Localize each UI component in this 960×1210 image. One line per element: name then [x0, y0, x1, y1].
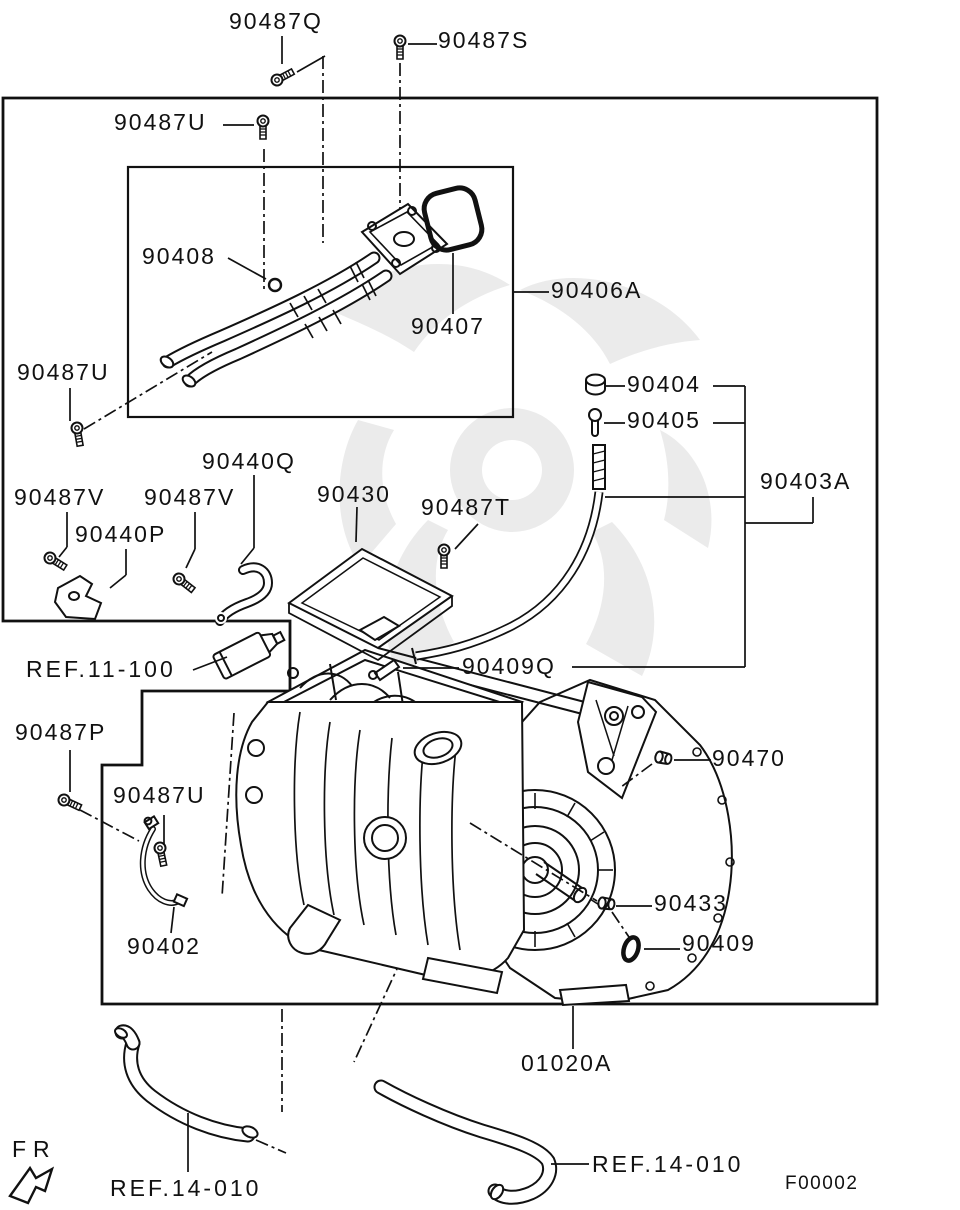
part-label-90409q: 90409Q [462, 653, 556, 679]
part-label-01020a: 01020A [521, 1050, 613, 1076]
pin-90405-icon [588, 408, 602, 437]
ref-label-14-010-left: REF.14-010 [110, 1175, 262, 1201]
part-label-90403a: 90403A [760, 468, 852, 494]
part-label-90487v-1: 90487V [14, 484, 106, 510]
bracket-90440p-drawing [53, 574, 103, 621]
part-label-90433: 90433 [654, 890, 728, 916]
clip-90409q-icon [368, 658, 401, 682]
group-boxes [1, 96, 879, 1006]
fr-direction-label: FR [12, 1136, 57, 1162]
dash-dot-over [469, 763, 653, 941]
part-label-90470: 90470 [712, 745, 786, 771]
bolt-90487v2-icon [170, 570, 198, 596]
part-label-90440p: 90440P [75, 521, 167, 547]
part-label-90430: 90430 [317, 481, 391, 507]
part-label-90405: 90405 [627, 407, 701, 433]
part-label-90487u-left: 90487U [17, 359, 110, 385]
hose-right-drawing [373, 1079, 558, 1205]
part-label-90487q: 90487Q [229, 8, 323, 34]
bracket-90440q-drawing [215, 562, 274, 626]
bolt-90487t-icon [437, 543, 451, 569]
sealant-tube-drawing [212, 630, 299, 680]
part-label-90440q: 90440Q [202, 448, 296, 474]
part-label-90487t: 90487T [421, 494, 512, 520]
part-label-90487p: 90487P [15, 719, 107, 745]
transmission-drawing [235, 647, 735, 1007]
bolt-90487u-top-icon [256, 114, 270, 140]
small-part-icons [41, 34, 674, 963]
bolt-90487u-bot-icon [152, 840, 171, 868]
ref-label-11-100: REF.11-100 [26, 656, 176, 682]
part-label-90487u-bot: 90487U [113, 782, 206, 808]
o-ring-90408-icon [267, 277, 283, 293]
bolt-90487q-icon [268, 65, 297, 89]
part-label-90487v-2: 90487V [144, 484, 236, 510]
bolt-90487s-icon [393, 34, 407, 60]
figure-code: F00002 [785, 1173, 859, 1194]
bolt-90487p-icon [55, 791, 84, 814]
bolt-90487u-left-icon [69, 420, 87, 448]
ref-label-14-010-right: REF.14-010 [592, 1151, 744, 1177]
pipe-assembly-drawing [159, 185, 485, 388]
wire-90402-drawing [139, 815, 189, 908]
part-label-90408: 90408 [142, 243, 216, 269]
o-ring-90409-icon [621, 935, 641, 963]
part-label-90409: 90409 [682, 930, 756, 956]
part-label-90487s: 90487S [438, 27, 530, 53]
fr-arrow-icon [8, 1165, 55, 1205]
dipstick-tube [411, 444, 606, 665]
dipstick-drawing [368, 373, 607, 682]
part-label-90404: 90404 [627, 371, 701, 397]
part-label-90402: 90402 [127, 933, 201, 959]
bolt-90487v1-icon [41, 549, 70, 574]
gasket-90407-icon [421, 185, 485, 253]
leader-lines [58, 36, 814, 1172]
cover-plate-drawing [287, 547, 454, 662]
part-label-90487u-top: 90487U [114, 109, 207, 135]
part-label-90406a: 90406A [551, 277, 643, 303]
part-label-90407: 90407 [411, 313, 485, 339]
cap-90404-icon [585, 373, 607, 396]
hose-left-drawing [114, 1024, 259, 1143]
pipe-assembly-box [126, 165, 515, 419]
